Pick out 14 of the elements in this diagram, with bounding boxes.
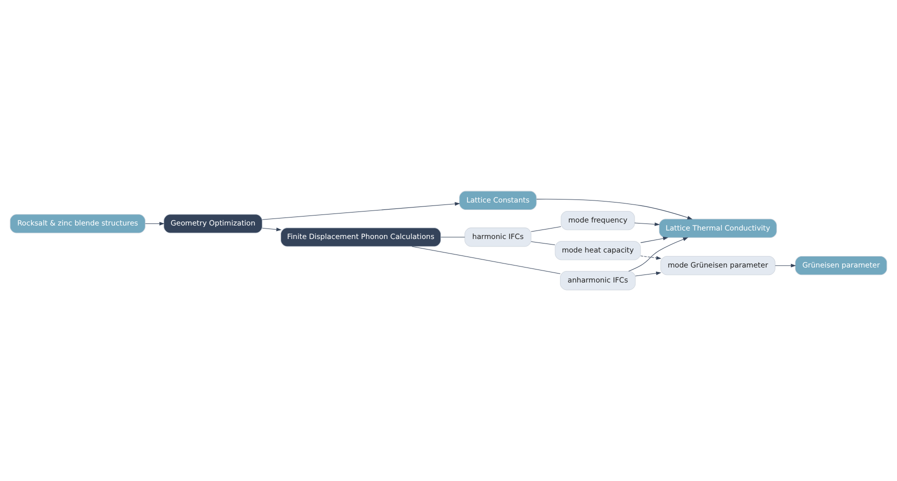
arrow — [145, 222, 165, 226]
connector — [440, 236, 465, 238]
arrow — [774, 264, 796, 268]
arrow — [640, 256, 662, 260]
connector — [530, 226, 562, 232]
arrow — [635, 272, 662, 276]
arrow — [640, 236, 668, 243]
connector — [530, 241, 556, 246]
arrow — [536, 198, 693, 220]
arrow — [262, 202, 460, 220]
connector — [412, 246, 561, 274]
arrow — [262, 228, 282, 232]
arrow — [634, 222, 660, 226]
arrow — [628, 237, 688, 272]
